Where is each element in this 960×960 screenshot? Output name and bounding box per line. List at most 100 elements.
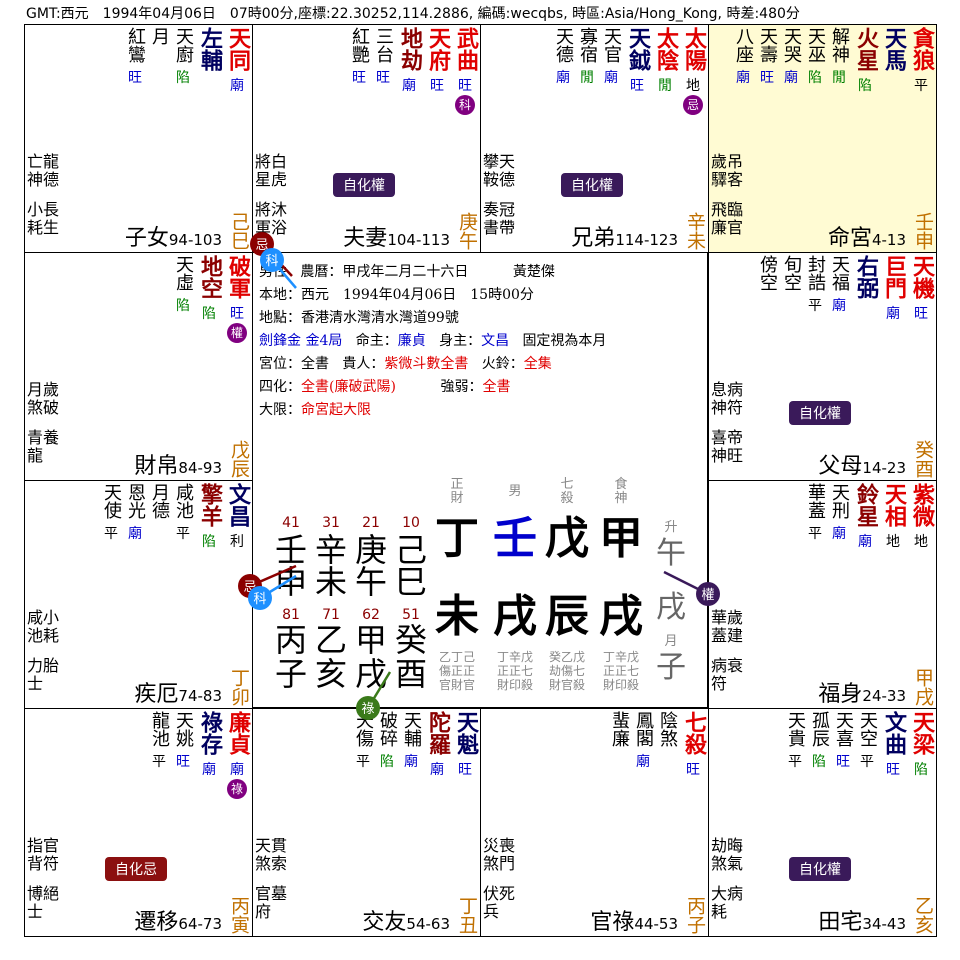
- hidden-stems: 乙丁己: [439, 650, 475, 664]
- main-stem: 丁: [435, 513, 479, 564]
- star-brightness: 旺: [352, 70, 366, 86]
- hidden-stems: 丁辛戊: [603, 650, 639, 664]
- palace-title: 田宅: [818, 910, 863, 935]
- star-name: 龍池: [149, 711, 170, 747]
- daxian-label: 大限：: [259, 402, 301, 418]
- star-name: 天相: [881, 483, 906, 527]
- star-brightness: 旺: [458, 762, 472, 778]
- dayun-stem: 辛: [315, 531, 347, 569]
- star: 天刑廟: [828, 483, 850, 549]
- star: 天官廟: [600, 27, 622, 115]
- palace-age-range: 94-103: [168, 231, 222, 249]
- shen-sha-side3: 力胎 士: [27, 656, 60, 693]
- shen-sha-side3: 大病 耗: [711, 884, 744, 921]
- star-brightness: 廟: [736, 70, 750, 86]
- palace-ganzhi: 庚午: [456, 212, 478, 250]
- hidden-stems: 財印殺: [603, 677, 639, 692]
- star-name: 紅鸞: [125, 27, 146, 63]
- star-name: 天德: [553, 27, 574, 63]
- star-brightness: 廟: [430, 762, 444, 778]
- sheng-stem: 午: [656, 536, 686, 571]
- dayun-branch: 戌: [355, 655, 387, 693]
- star-name: 廉貞: [225, 711, 250, 755]
- star: 天壽旺: [756, 27, 778, 93]
- header-info: GMT:西元 1994年04月06日 07時00分,座標:22.30252,11…: [26, 6, 800, 22]
- palace-name: 兄弟114-123: [571, 220, 678, 252]
- star-name: 七殺: [681, 711, 706, 755]
- ten-god: 財: [450, 491, 463, 506]
- star: 天使平: [100, 483, 122, 549]
- star-brightness: 平: [914, 78, 928, 94]
- palace-title: 兄弟: [571, 226, 616, 251]
- main-stem: 壬: [493, 513, 537, 564]
- star: 傍空: [756, 255, 778, 321]
- palace-age-range: 44-53: [634, 915, 678, 933]
- star-name: 鈴星: [853, 483, 878, 527]
- palace-ganzhi: 乙亥: [912, 896, 934, 934]
- star-name: 貪狼: [909, 27, 934, 71]
- shenzhu-label: 身主：: [439, 333, 482, 349]
- palace-ganzhi: 癸酉: [912, 440, 934, 478]
- star-list: 廉貞廟祿祿存廟天姚旺龍池平: [148, 711, 250, 799]
- hidden-stems: 官財官: [439, 677, 475, 692]
- dayun-branch: 未: [315, 563, 347, 601]
- dayun-stem: 丙: [275, 621, 307, 659]
- sheng-branch: 戌: [656, 590, 686, 625]
- hidden-stems: 傷正正: [439, 663, 475, 678]
- palace-wei[interactable]: 太陽地忌太陰閒天鉞旺天官廟寡宿閒天德廟攀天 鞍德奏冠 書帶自化權兄弟114-12…: [480, 24, 709, 253]
- mingzhu-label: 命主：: [355, 333, 398, 349]
- star: 紅鸞旺: [124, 27, 146, 93]
- star: 火星陷: [852, 27, 878, 94]
- dayun-branch: 申: [275, 563, 307, 601]
- star-brightness: 廟: [832, 298, 846, 314]
- star-brightness: 旺: [458, 78, 472, 94]
- star: 八座廟: [732, 27, 754, 93]
- shen-sha-side2: 劫晦 煞氣: [711, 836, 744, 873]
- star: 左輔: [196, 27, 222, 93]
- star-name: 太陰: [653, 27, 678, 71]
- star: 旬空: [780, 255, 802, 321]
- hidden-stems: 正正七: [603, 664, 639, 678]
- shen-sha-side2: 亡龍 神德: [27, 152, 60, 189]
- star-brightness: 旺: [128, 70, 142, 86]
- star-brightness: 旺: [376, 70, 390, 86]
- star-name: 巨門: [881, 255, 906, 299]
- star: 蜚廉: [608, 711, 630, 777]
- star-name: 寡宿: [577, 27, 598, 63]
- star: 紅艷旺: [348, 27, 370, 115]
- hidden-stems: 正正七: [497, 664, 533, 678]
- dayun-age: 10: [402, 515, 420, 531]
- star-name: 天廚: [173, 27, 194, 63]
- dayun-branch: 子: [275, 655, 307, 693]
- dayun-branch: 酉: [395, 655, 427, 693]
- palace-title: 官祿: [590, 910, 635, 935]
- ten-god: 食: [614, 476, 627, 492]
- shen-sha-side2: 指官 背符: [27, 836, 60, 873]
- star: 天馬: [880, 27, 906, 93]
- shen-sha-side2: 攀天 鞍德: [483, 152, 516, 189]
- main-stem: 戊: [545, 513, 589, 564]
- huoling-label: 火鈴：: [481, 356, 524, 372]
- star: 天虛陷: [172, 255, 194, 343]
- palace-ganzhi: 丙寅: [228, 896, 250, 934]
- yue-label: 月: [664, 634, 677, 649]
- star: 三台旺: [372, 27, 394, 115]
- star-name: 天鉞: [625, 27, 650, 71]
- palace-age-range: 104-113: [387, 231, 450, 249]
- star-name: 文昌: [225, 483, 250, 527]
- star-list: 紫微地天相地鈴星廟天刑廟華蓋平: [804, 483, 934, 550]
- palace-name: 交友54-63: [362, 904, 450, 936]
- star: 天廚陷: [172, 27, 194, 93]
- yue-branch: 子: [656, 650, 686, 685]
